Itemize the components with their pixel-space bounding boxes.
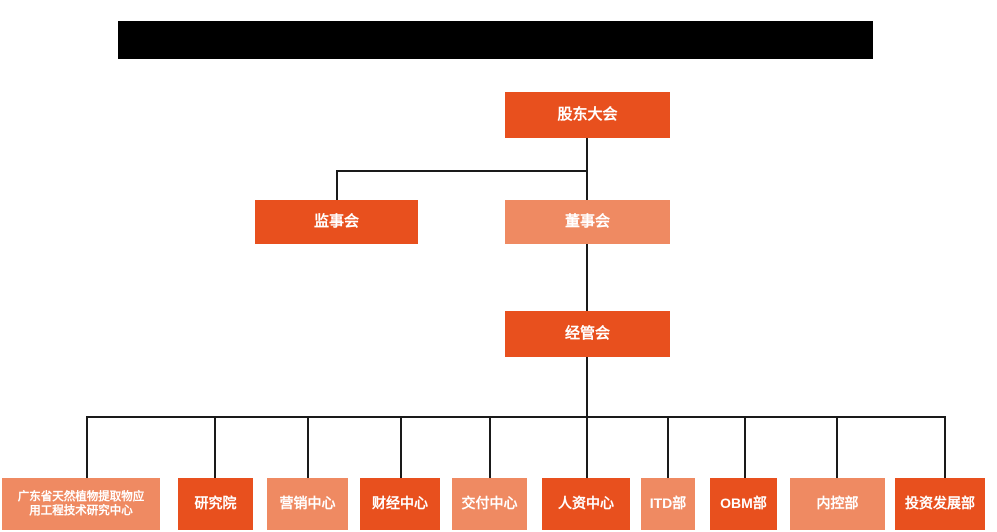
node-gd-research-center-label-line2: 用工程技术研究中心 bbox=[29, 505, 133, 517]
connector-shareholders-down bbox=[586, 138, 588, 171]
connector-drop-gd-research-center bbox=[86, 416, 88, 478]
connector-drop-internal-control-dept bbox=[836, 416, 838, 478]
node-directors[interactable]: 董事会 bbox=[505, 200, 670, 244]
connector-drop-marketing-center bbox=[307, 416, 309, 478]
node-gd-research-center[interactable]: 广东省天然植物提取物应 用工程技术研究中心 bbox=[2, 478, 160, 530]
connector-drop-finance-center bbox=[400, 416, 402, 478]
node-hr-center-label: 人资中心 bbox=[558, 495, 614, 512]
connector-drop-delivery-center bbox=[489, 416, 491, 478]
connector-drop-investment-development-dept bbox=[944, 416, 946, 478]
connector-directors-to-management bbox=[586, 243, 588, 311]
node-research-institute-label: 研究院 bbox=[194, 495, 237, 512]
node-internal-control-dept-label: 内控部 bbox=[816, 495, 859, 512]
node-marketing-center-label: 营销中心 bbox=[279, 495, 336, 512]
node-obm-dept[interactable]: OBM部 bbox=[710, 478, 777, 530]
connector-department-bus bbox=[86, 416, 945, 418]
node-obm-dept-label: OBM部 bbox=[720, 495, 767, 512]
connector-drop-itd-dept bbox=[667, 416, 669, 478]
node-investment-development-dept[interactable]: 投资发展部 bbox=[895, 478, 985, 530]
node-investment-development-dept-label: 投资发展部 bbox=[905, 495, 975, 512]
connector-drop-hr-center bbox=[586, 416, 588, 478]
connector-drop-obm-dept bbox=[744, 416, 746, 478]
connector-drop-research-institute bbox=[214, 416, 216, 478]
node-itd-dept[interactable]: ITD部 bbox=[641, 478, 695, 530]
node-management[interactable]: 经管会 bbox=[505, 311, 670, 357]
node-internal-control-dept[interactable]: 内控部 bbox=[790, 478, 885, 530]
redacted-title-banner bbox=[118, 21, 873, 59]
node-gd-research-center-label-line1: 广东省天然植物提取物应 bbox=[17, 490, 145, 503]
node-research-institute[interactable]: 研究院 bbox=[178, 478, 253, 530]
node-delivery-center-label: 交付中心 bbox=[461, 495, 518, 512]
node-supervisors[interactable]: 监事会 bbox=[255, 200, 418, 244]
node-shareholders[interactable]: 股东大会 bbox=[505, 92, 670, 138]
node-finance-center[interactable]: 财经中心 bbox=[360, 478, 440, 530]
node-marketing-center[interactable]: 营销中心 bbox=[267, 478, 348, 530]
node-itd-dept-label: ITD部 bbox=[649, 495, 687, 512]
connector-to-supervisors bbox=[336, 170, 338, 201]
connector-management-down bbox=[586, 357, 588, 417]
node-directors-label: 董事会 bbox=[564, 212, 610, 230]
connector-shareholders-branch bbox=[336, 170, 588, 172]
node-finance-center-label: 财经中心 bbox=[372, 495, 428, 512]
node-supervisors-label: 监事会 bbox=[313, 212, 359, 230]
node-shareholders-label: 股东大会 bbox=[557, 105, 618, 123]
node-delivery-center[interactable]: 交付中心 bbox=[452, 478, 527, 530]
node-management-label: 经管会 bbox=[564, 324, 610, 342]
node-hr-center[interactable]: 人资中心 bbox=[542, 478, 630, 530]
connector-to-directors bbox=[586, 170, 588, 201]
